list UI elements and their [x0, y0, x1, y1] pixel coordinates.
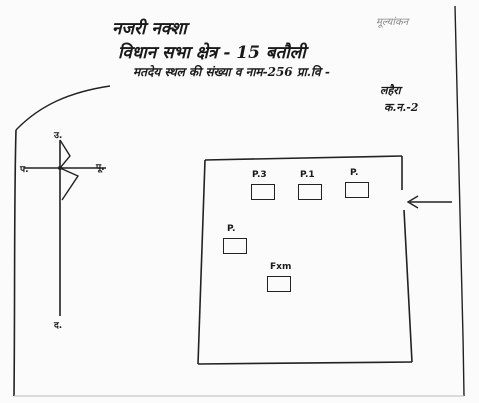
booth-box [251, 184, 275, 200]
compass-east-label: पू. [96, 163, 105, 173]
compass-rose [24, 139, 106, 316]
booth-label: P.3 [252, 170, 267, 180]
entry-arrow [406, 195, 452, 209]
booth-box [345, 182, 369, 198]
booth-label: P. [350, 168, 359, 178]
corner-note: मूल्यांकन [376, 17, 409, 28]
compass-south-label: द. [54, 321, 63, 331]
map-outline-right-lower [403, 209, 413, 363]
compass-zigzag [58, 139, 80, 201]
constituency-line: विधान सभा क्षेत्र - 15 बतौली [118, 43, 306, 63]
booth-box [267, 276, 291, 292]
village-name: लहैरा [380, 84, 401, 97]
room-number: क.न.-2 [384, 101, 419, 114]
map-outline-top [204, 155, 403, 161]
map-outline-bottom [197, 361, 413, 365]
page-left-border [13, 129, 17, 397]
polling-station-line: मतदेय स्थल की संख्या व नाम-256 प्रा.वि - [133, 65, 330, 79]
compass-north-label: उ. [54, 131, 63, 141]
booth-label: P.1 [300, 170, 315, 180]
booth-box [298, 184, 322, 200]
compass-west-label: प. [20, 165, 29, 175]
page-top-border [15, 85, 111, 131]
page-right-border [454, 5, 465, 397]
booth-label: P. [227, 224, 236, 234]
map-outline-left [197, 159, 206, 365]
map-title: नजरी नक्शा [112, 19, 187, 39]
map-outline [197, 155, 413, 365]
booth-box [223, 238, 247, 254]
booth-label: Fxm [270, 262, 292, 272]
